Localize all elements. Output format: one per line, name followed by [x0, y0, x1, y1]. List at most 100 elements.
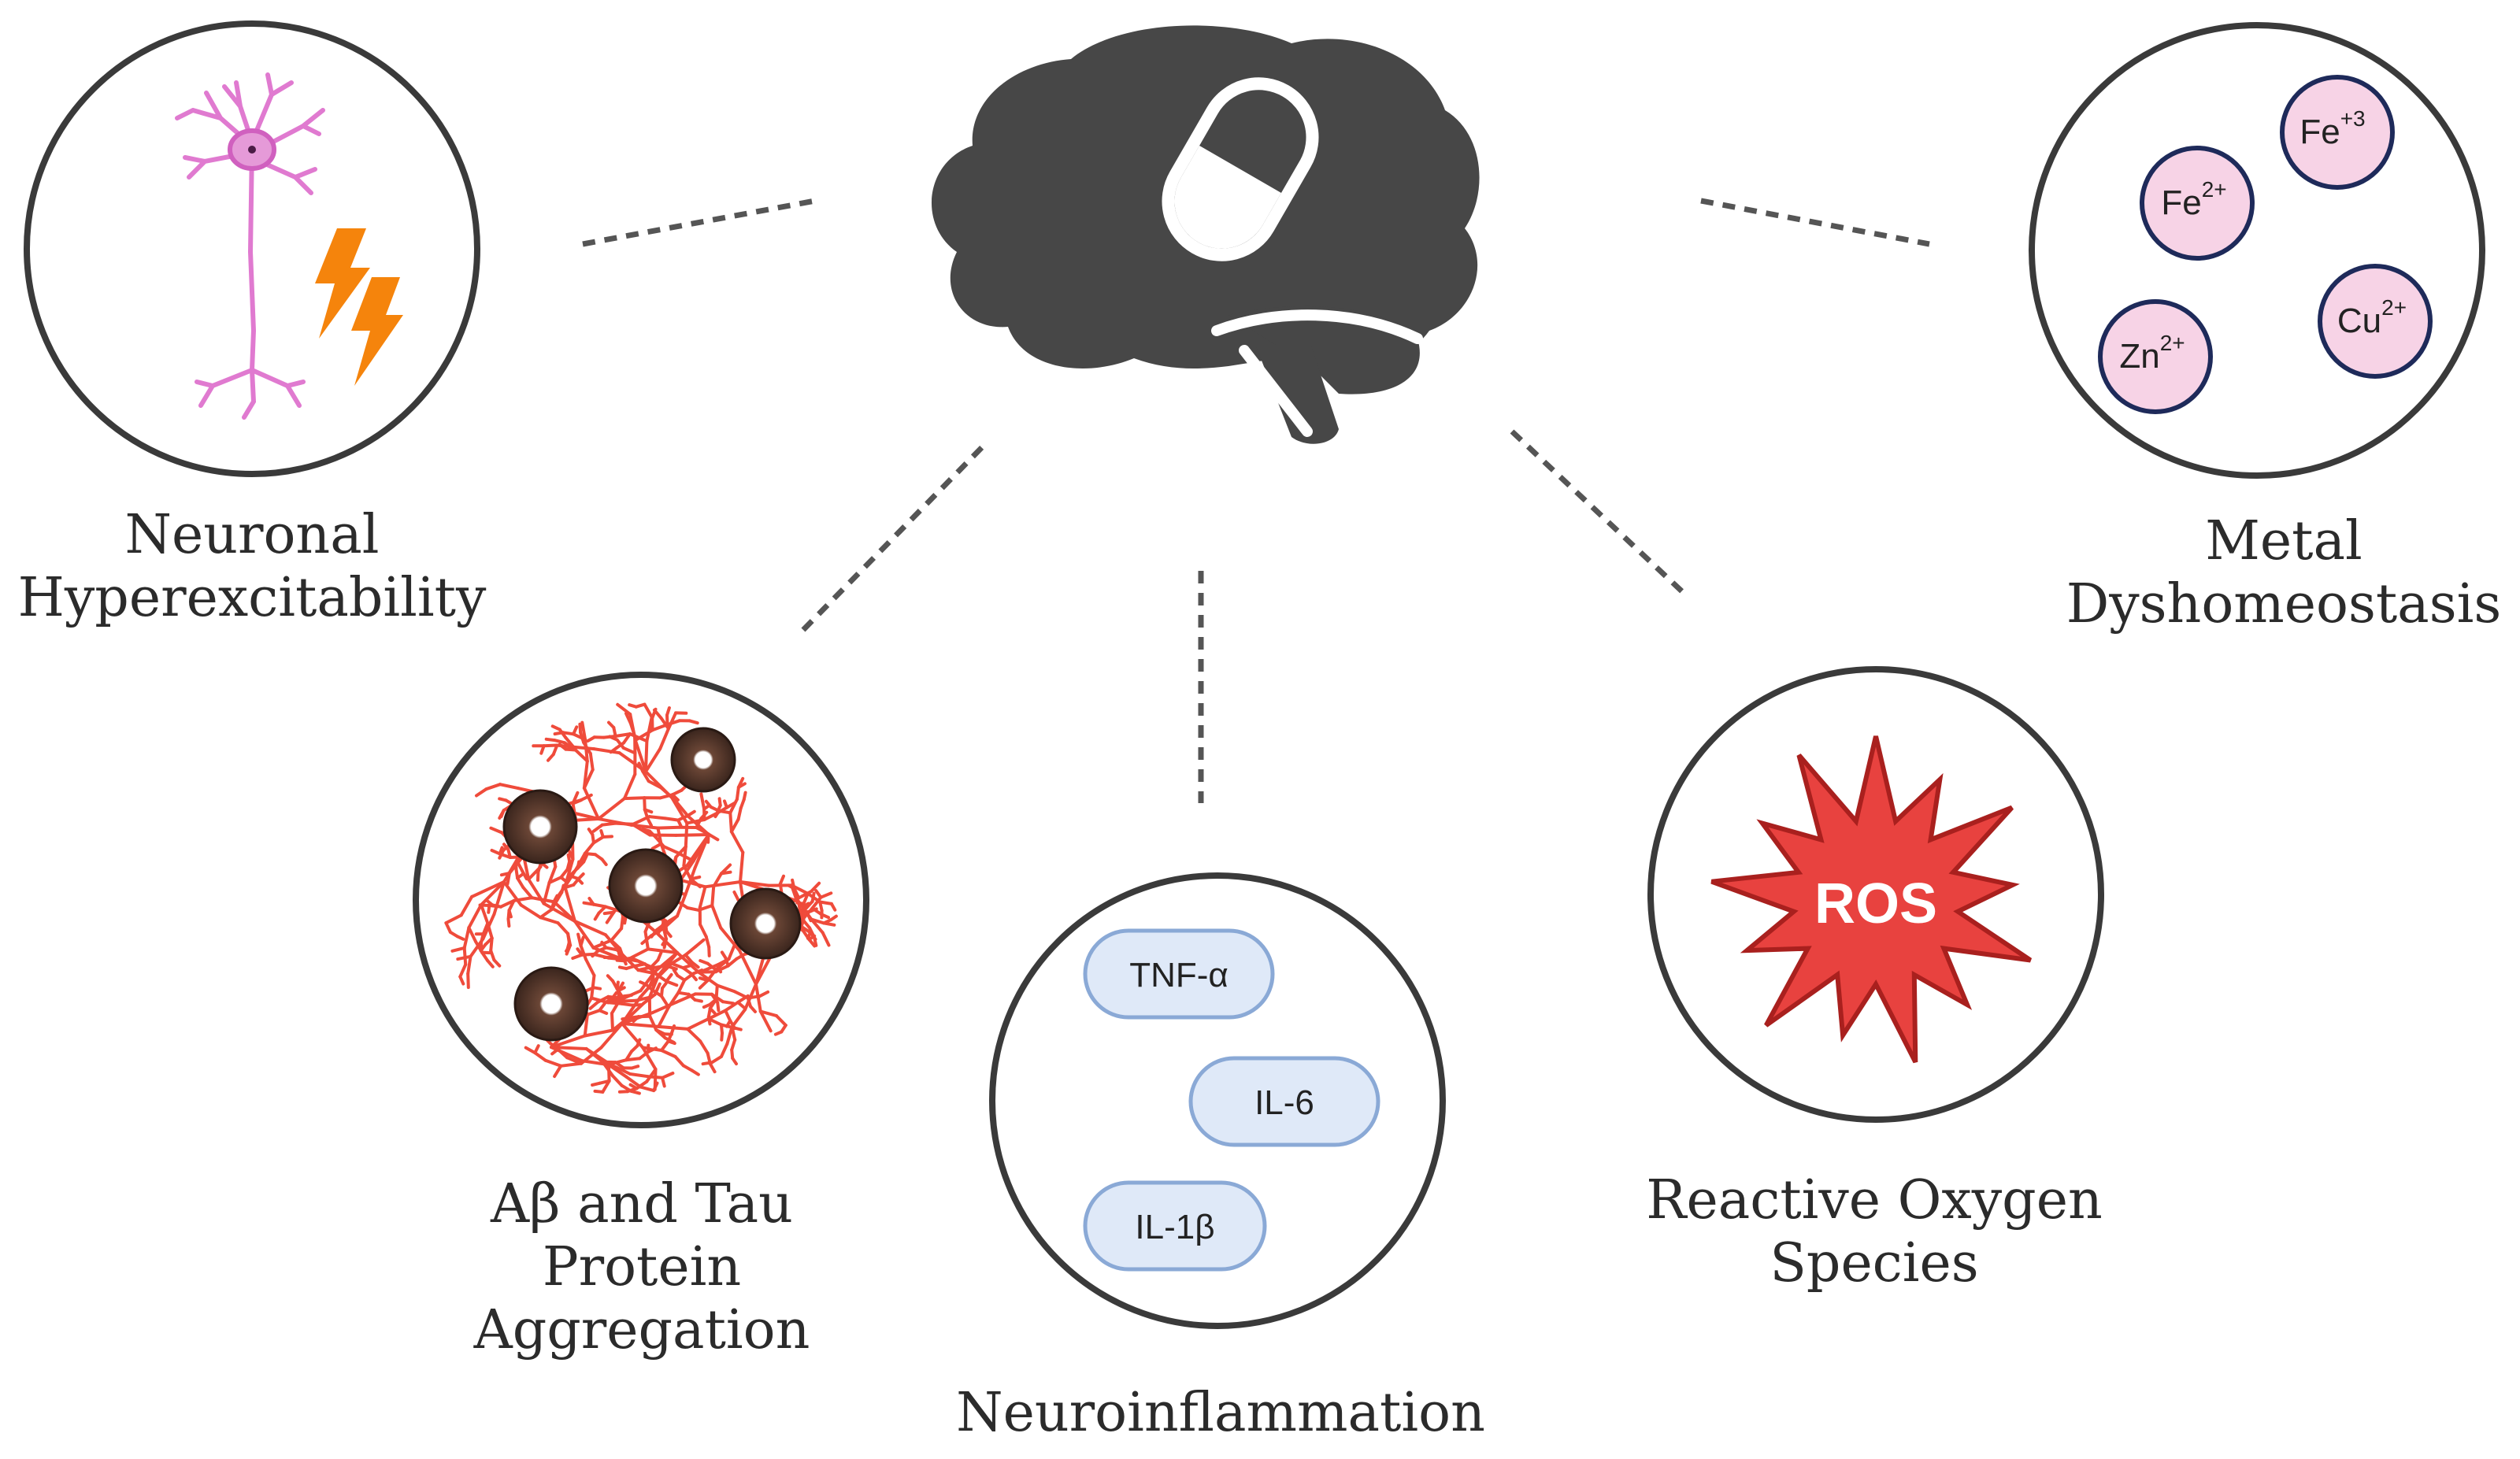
- metal-panel: Fe+3 Fe2+ Cu2+ Zn2+: [2029, 22, 2485, 479]
- fibril-segment: [736, 1001, 747, 1010]
- fibril-segment: [629, 1089, 641, 1095]
- ion-zn2-charge: 2+: [2160, 331, 2185, 355]
- label-aggregation: Aβ and Tau Protein Aggregation: [406, 1173, 878, 1362]
- fibril-segment: [502, 880, 523, 907]
- fibril-segment: [807, 934, 817, 942]
- fibril-segment: [797, 900, 813, 921]
- fibril-segment: [466, 954, 472, 976]
- fibril-segment: [565, 798, 583, 806]
- fibril-segment: [730, 1008, 747, 1029]
- connector-hyperexcitability: [582, 198, 816, 247]
- fibril-segment: [681, 1064, 694, 1072]
- fibril-segment: [810, 895, 823, 910]
- fibril-segment: [698, 885, 707, 909]
- fibril-segment: [645, 1068, 658, 1083]
- fibril-segment: [480, 950, 491, 955]
- fibril-segment: [583, 1028, 614, 1038]
- fibril-segment: [560, 883, 565, 894]
- fibril-segment: [655, 961, 673, 980]
- fibril-segment: [600, 857, 608, 866]
- fibril-segment: [459, 894, 474, 917]
- fibril-segment: [583, 1013, 589, 1038]
- fibril-segment: [524, 1046, 537, 1055]
- fibril-segment: [650, 1000, 678, 1015]
- fibril-segment: [773, 1030, 784, 1036]
- fibril-segment: [565, 940, 571, 951]
- fibril-segment: [591, 823, 604, 833]
- fibril-segment: [641, 1046, 658, 1071]
- fibril-segment: [521, 886, 534, 900]
- ion-fe3-base: Fe: [2300, 113, 2340, 151]
- fibril-segment: [749, 1005, 757, 1013]
- ion-fe2-charge: 2+: [2202, 177, 2227, 202]
- brain-icon: [931, 25, 1480, 444]
- fibril-segment: [606, 1063, 611, 1083]
- fibril-segment: [516, 872, 524, 880]
- fibril-segment: [579, 935, 585, 947]
- fibril-segment: [664, 817, 680, 822]
- fibril-segment: [547, 876, 563, 885]
- fibril-segment: [699, 923, 708, 939]
- fibril-segment: [686, 1027, 702, 1043]
- ion-fe2: Fe2+: [2140, 146, 2255, 261]
- fibril-segment: [690, 961, 700, 969]
- fibril-segment: [654, 836, 665, 849]
- fibril-segment: [573, 920, 607, 937]
- fibril-segment: [664, 914, 679, 925]
- fibril-segment: [498, 797, 508, 802]
- fibril-segment: [576, 872, 585, 880]
- fibril-segment: [657, 1024, 690, 1031]
- fibril-segment: [810, 881, 821, 894]
- svg-text:Fe+3: Fe+3: [2300, 106, 2365, 151]
- fibril-segment: [621, 1022, 645, 1050]
- label-inflammation: Neuroinflammation: [906, 1382, 1536, 1445]
- fibril-segment: [643, 808, 654, 814]
- fibril-segment: [686, 814, 710, 836]
- fibril-segment: [642, 993, 657, 1005]
- label-inflammation-line1: Neuroinflammation: [956, 1382, 1485, 1444]
- fibril-segment: [539, 916, 560, 925]
- fibril-segment: [682, 864, 693, 881]
- fibril-segment: [703, 880, 742, 889]
- plaque: [670, 727, 736, 793]
- label-ros-line2: Species: [1770, 1232, 1979, 1294]
- fibril-segment: [713, 964, 730, 974]
- fibril-segment: [665, 706, 671, 717]
- fibril-segment: [810, 917, 825, 935]
- fibril-segment: [603, 905, 622, 913]
- fibril-segment: [606, 974, 615, 983]
- fibril-segment: [739, 850, 745, 883]
- fibril-segment: [682, 845, 687, 868]
- fibril-segment: [492, 958, 502, 968]
- fibril-segment: [708, 1062, 717, 1074]
- fibril-segment: [597, 797, 626, 820]
- fibril-segment: [462, 946, 468, 966]
- fibril-segment: [670, 788, 684, 797]
- fibril-segment: [462, 926, 471, 950]
- fibril-segment: [685, 818, 706, 825]
- fibril-segment: [676, 951, 700, 974]
- cytokine-tnf: TNF-α: [1083, 928, 1275, 1020]
- fibril-segment: [706, 1051, 712, 1066]
- fibril-segment: [621, 995, 642, 1025]
- fibril-segment: [592, 747, 621, 755]
- fibril-segment: [716, 1001, 721, 1013]
- fibril-segment: [738, 949, 758, 986]
- label-metal: Metal Dyshomeostasis: [2055, 510, 2512, 636]
- fibril-segment: [610, 1011, 614, 1032]
- metal-circle: [2029, 22, 2485, 479]
- fibril-segment: [628, 1072, 650, 1079]
- fibril-segment: [699, 959, 710, 965]
- fibril-segment: [758, 1009, 778, 1018]
- fibril-segment: [519, 903, 543, 920]
- fibril-segment: [591, 902, 607, 909]
- fibril-segment: [706, 1016, 723, 1027]
- fibril-segment: [731, 1057, 738, 1066]
- plaque: [513, 966, 589, 1042]
- fibril-segment: [593, 911, 601, 921]
- fibril-segment: [610, 1074, 624, 1087]
- fibril-segment: [556, 1047, 569, 1060]
- fibril-segment: [669, 953, 687, 965]
- fibril-segment: [681, 964, 692, 970]
- fibril-segment: [599, 1022, 624, 1050]
